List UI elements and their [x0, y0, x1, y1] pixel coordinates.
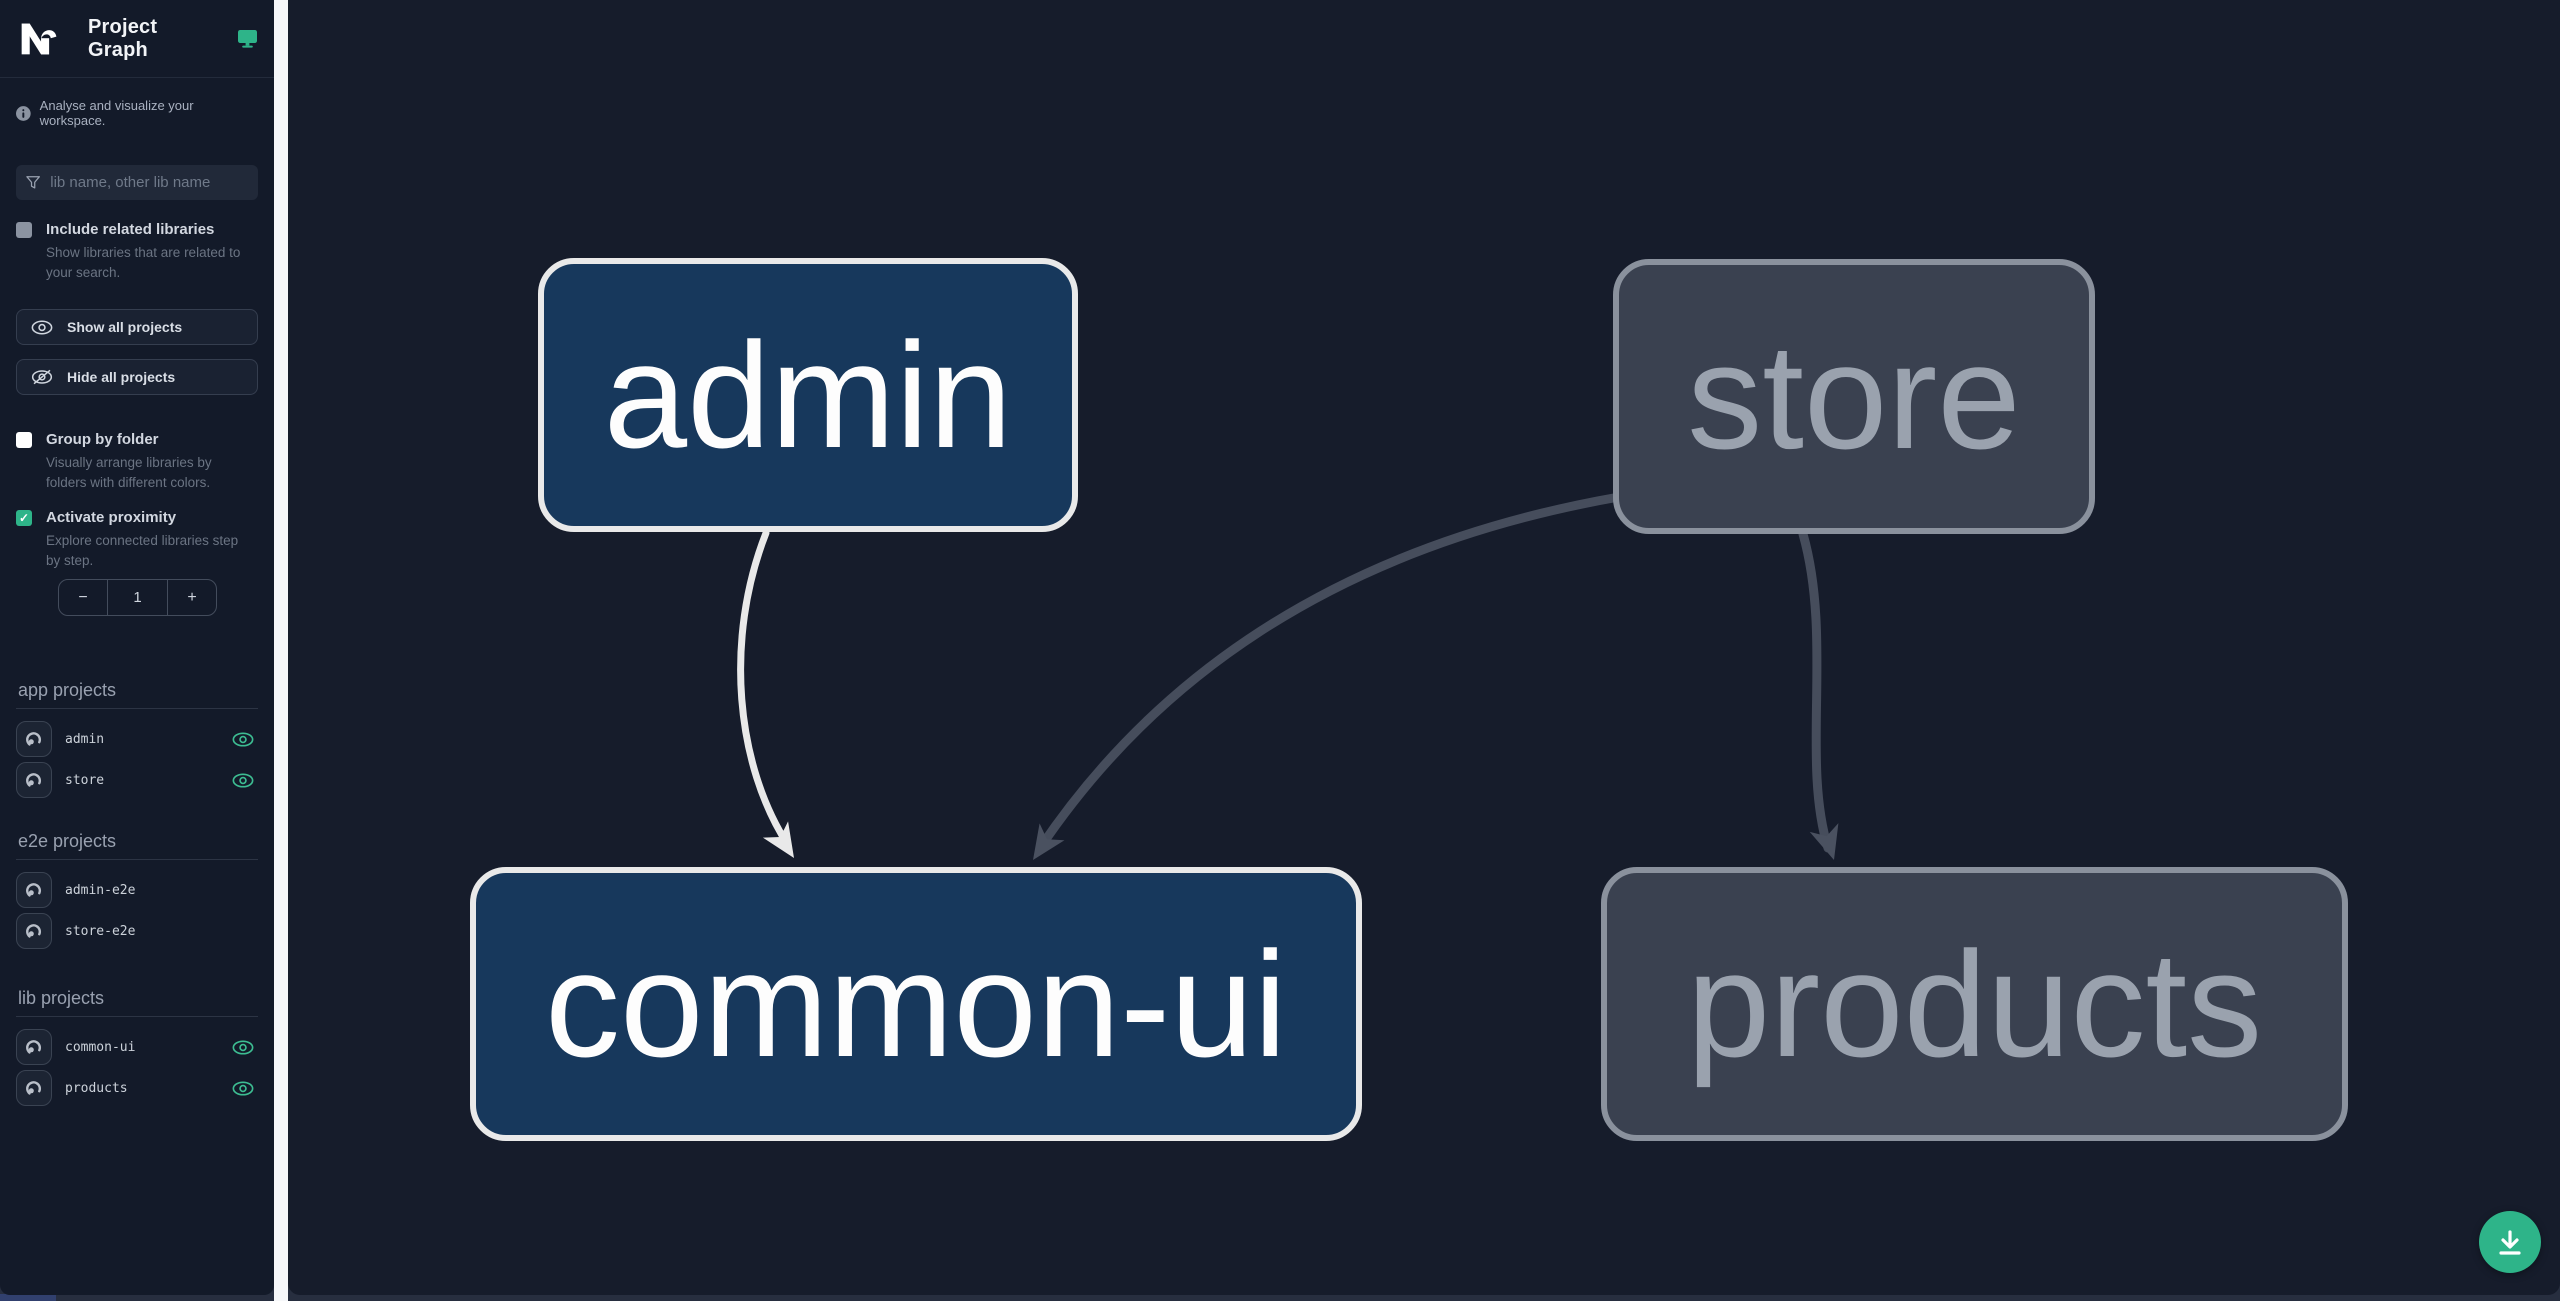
focus-project-button[interactable] [16, 913, 52, 949]
proximity-value: 1 [107, 580, 168, 615]
project-row-store-e2e: store-e2e [16, 913, 258, 949]
project-row-products: products [16, 1070, 258, 1106]
focus-project-button[interactable] [16, 1029, 52, 1065]
project-focus-icon [26, 773, 42, 787]
include-related-checkbox[interactable] [16, 222, 32, 238]
filter-input-wrap [16, 165, 258, 200]
project-visibility-eye-icon[interactable] [232, 772, 254, 788]
workspace-tagline: Analyse and visualize your workspace. [39, 98, 194, 128]
activate-proximity-checkbox[interactable]: ✓ [16, 510, 32, 526]
focus-project-button[interactable] [16, 1070, 52, 1106]
workspace-tagline-row: Analyse and visualize your workspace. [16, 98, 258, 128]
info-icon [16, 105, 31, 121]
section-header-lib-projects: lib projects [16, 988, 258, 1017]
edge-store-products [1798, 529, 1839, 860]
sidebar: Project Graph Analyse and visualize your… [0, 0, 274, 1295]
project-visibility-eye-icon[interactable] [232, 1039, 254, 1055]
show-all-projects-button[interactable]: Show all projects [16, 309, 258, 345]
include-related-block: Include related libraries Show libraries… [16, 221, 258, 283]
hide-all-projects-label: Hide all projects [67, 369, 176, 385]
group-by-folder-label: Group by folder [46, 431, 159, 448]
focus-project-button[interactable] [16, 721, 52, 757]
sidebar-body: Analyse and visualize your workspace. In… [0, 78, 274, 1295]
section-e2e-projects: e2e projects admin-e2e [16, 831, 258, 949]
group-by-folder-description: Visually arrange libraries by folders wi… [46, 455, 212, 490]
graph-node-store[interactable]: store [1613, 259, 2095, 534]
download-graph-button[interactable] [2479, 1211, 2541, 1273]
project-focus-icon [26, 883, 42, 897]
project-name: admin-e2e [65, 882, 136, 898]
hide-all-projects-button[interactable]: Hide all projects [16, 359, 258, 395]
project-visibility-eye-icon[interactable] [232, 731, 254, 747]
project-row-admin-e2e: admin-e2e [16, 872, 258, 908]
edge-admin-common-ui [737, 529, 794, 858]
project-row-common-ui: common-ui [16, 1029, 258, 1065]
project-name: store [65, 772, 105, 788]
proximity-decrement-button[interactable]: − [78, 588, 88, 606]
activate-proximity-block: ✓ Activate proximity Explore connected l… [16, 509, 258, 571]
graph-canvas[interactable]: admin store common-ui products [288, 0, 2560, 1295]
project-visibility-eye-icon[interactable] [232, 1080, 254, 1096]
group-by-folder-block: Group by folder Visually arrange librari… [16, 431, 258, 493]
section-lib-projects: lib projects common-ui [16, 988, 258, 1106]
project-name: admin [65, 731, 105, 747]
section-app-projects: app projects admin [16, 680, 258, 798]
project-focus-icon [26, 1081, 42, 1095]
activate-proximity-label: Activate proximity [46, 509, 177, 526]
include-related-label: Include related libraries [46, 221, 215, 238]
bottom-left-accent [0, 1294, 56, 1301]
download-icon [2499, 1230, 2521, 1255]
section-header-app-projects: app projects [16, 680, 258, 709]
funnel-icon [26, 176, 40, 189]
proximity-stepper: − 1 + [58, 579, 217, 616]
project-focus-icon [26, 732, 42, 746]
project-focus-icon [26, 924, 42, 938]
sidebar-header: Project Graph [0, 0, 274, 78]
focus-project-button[interactable] [16, 872, 52, 908]
project-focus-icon [26, 1040, 42, 1054]
group-by-folder-checkbox[interactable] [16, 432, 32, 448]
graph-node-products[interactable]: products [1601, 867, 2348, 1141]
project-name: common-ui [65, 1039, 136, 1055]
nx-logo-icon [21, 23, 57, 54]
project-name: products [65, 1080, 128, 1096]
focus-project-button[interactable] [16, 762, 52, 798]
project-row-store: store [16, 762, 258, 798]
project-row-admin: admin [16, 721, 258, 757]
page-title: Project Graph [88, 15, 158, 61]
include-related-description: Show libraries that are related to your … [46, 245, 241, 280]
eye-off-icon [31, 369, 53, 385]
monitor-icon[interactable] [237, 29, 258, 48]
filter-input[interactable] [50, 174, 248, 191]
show-all-projects-label: Show all projects [67, 319, 183, 335]
proximity-increment-button[interactable]: + [187, 588, 197, 606]
section-header-e2e-projects: e2e projects [16, 831, 258, 860]
edge-store-common-ui [1033, 492, 1624, 860]
graph-node-admin[interactable]: admin [538, 258, 1078, 532]
eye-icon [31, 319, 53, 335]
activate-proximity-description: Explore connected libraries step by step… [46, 533, 239, 568]
project-name: store-e2e [65, 923, 136, 939]
sidebar-scrollbar[interactable] [274, 0, 288, 1301]
graph-node-common-ui[interactable]: common-ui [470, 867, 1362, 1141]
